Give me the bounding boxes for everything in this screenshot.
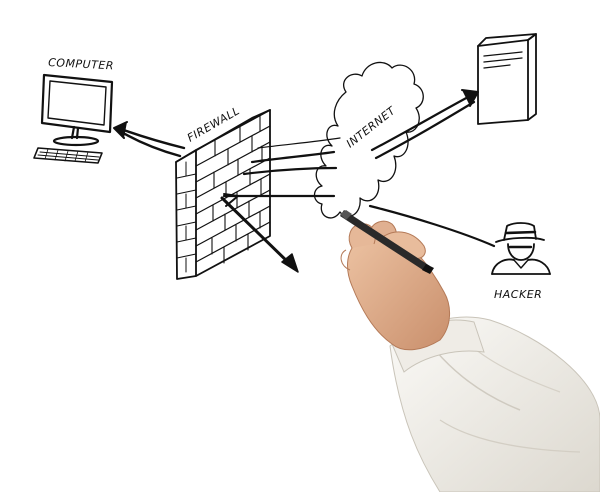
hacker-label: HACKER xyxy=(494,288,542,301)
arrow-to-computer xyxy=(113,121,186,158)
computer-icon xyxy=(40,73,114,147)
keyboard-icon xyxy=(33,147,103,164)
hand-with-marker xyxy=(340,210,600,492)
server-tower-icon xyxy=(477,33,537,125)
brick-wall-icon xyxy=(175,109,271,280)
firewall-internet-link xyxy=(242,137,341,176)
arrow-to-server xyxy=(370,89,479,160)
deflected-arrow xyxy=(220,193,299,273)
computer-label: COMPUTER xyxy=(48,56,114,72)
internet-label: INTERNET xyxy=(344,104,399,151)
firewall-label: FIREWALL xyxy=(185,104,242,144)
hacker-silhouette-icon xyxy=(491,222,551,275)
cloud-icon xyxy=(313,61,424,219)
